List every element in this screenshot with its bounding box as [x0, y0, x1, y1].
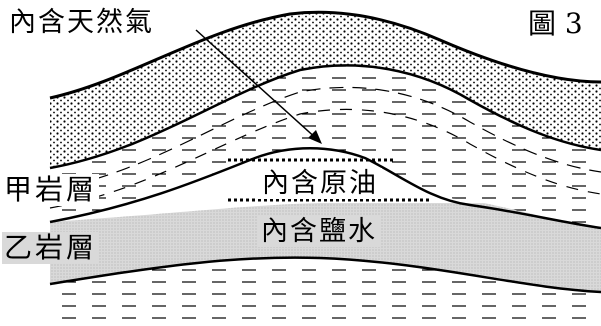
- layer-boundary-3: [49, 256, 601, 294]
- brine-sandstone-layer: [50, 203, 601, 292]
- gas-arrow-head: [308, 130, 322, 144]
- surface-line: [49, 10, 601, 100]
- layer-b-label: 乙岩層: [2, 231, 100, 264]
- layer-boundary-1: [49, 64, 601, 170]
- gas-label: 內含天然氣: [9, 7, 154, 38]
- layer-a-label: 甲岩層: [2, 173, 100, 206]
- cap-rock-layer: [50, 65, 601, 229]
- brine-label: 內含鹽水: [257, 216, 381, 247]
- figure-number: 圖 3: [528, 7, 583, 40]
- gas-arrow-line: [195, 29, 319, 141]
- oil-label: 內含原油: [258, 168, 382, 199]
- layer-boundary-2: [49, 147, 601, 230]
